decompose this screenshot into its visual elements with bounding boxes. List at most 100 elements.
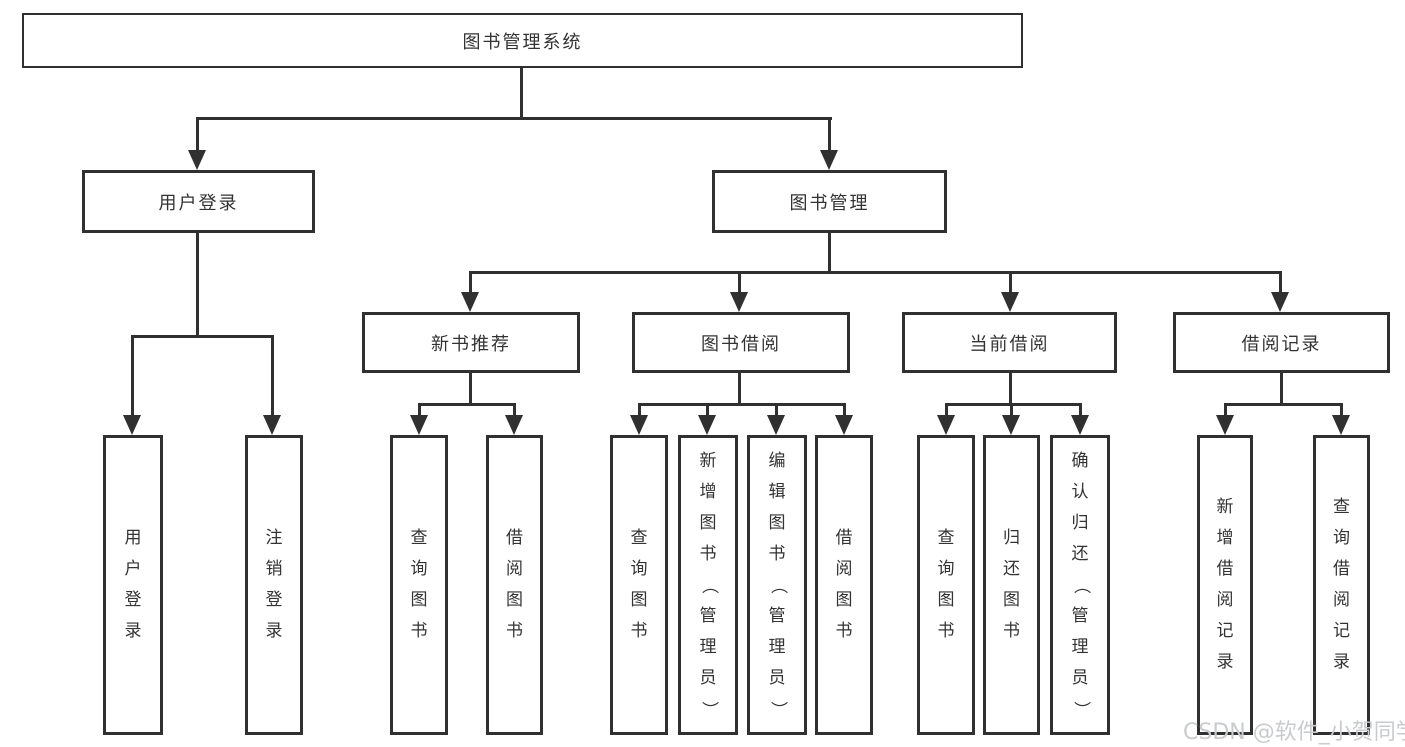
arrow-down-icon <box>1002 415 1020 435</box>
leaf-label-char: 归 <box>1003 528 1020 548</box>
node-label: 新书推荐 <box>431 333 511 355</box>
connector-line <box>196 233 199 338</box>
leaf-label-char: 登 <box>124 590 142 610</box>
leaf-label-char: 阅 <box>835 559 853 579</box>
arrow-down-icon <box>1332 415 1350 435</box>
leaf-label-char: （ <box>698 576 719 594</box>
connector-line <box>513 403 516 418</box>
leaf-label-char: 理 <box>768 636 786 657</box>
arrow-down-icon <box>505 415 523 435</box>
leaf-label-char: 图 <box>506 590 523 610</box>
connector-line <box>469 373 472 406</box>
arrow-down-icon <box>698 415 716 435</box>
leaf-label-char: 图 <box>835 590 853 610</box>
arrow-down-icon <box>1216 415 1234 435</box>
leaf-label-char: 辑 <box>768 481 786 502</box>
leaf-label-char: 阅 <box>1216 590 1234 610</box>
leaf-label-char: 管 <box>699 605 717 626</box>
node-label: 图书管理系统 <box>462 31 583 53</box>
leaf-label-char: 户 <box>124 559 142 579</box>
leaf-query-borrow-record: 查询借阅记录 <box>1313 435 1370 735</box>
leaf-label-char: ） <box>767 700 788 718</box>
leaf-label-char: 还 <box>1003 559 1020 579</box>
leaf-label-char: 书 <box>410 621 428 641</box>
node-library-management-system: 图书管理系统 <box>22 13 1023 68</box>
leaf-borrow-books-borrowing: 借阅图书 <box>815 435 873 735</box>
leaf-label-char: 书 <box>506 621 523 641</box>
node-new-book-recommendation: 新书推荐 <box>362 312 580 373</box>
leaf-query-books-borrowing: 查询图书 <box>610 435 668 735</box>
arrow-down-icon <box>630 415 648 435</box>
connector-line <box>1280 373 1283 406</box>
connector-line <box>1009 271 1012 295</box>
connector-line <box>418 403 516 406</box>
leaf-label-char: 管 <box>768 605 786 626</box>
leaf-query-books-recommend: 查询图书 <box>390 435 448 735</box>
connector-line <box>131 335 134 417</box>
leaf-add-books-admin: 新增图书（管理员） <box>678 435 738 735</box>
leaf-label-char: 归 <box>1071 512 1089 533</box>
arrow-down-icon <box>263 415 281 435</box>
arrow-down-icon <box>730 292 748 312</box>
leaf-label-char: 书 <box>768 543 786 564</box>
connector-line <box>131 335 274 338</box>
leaf-borrow-books-recommend: 借阅图书 <box>486 435 543 735</box>
leaf-label-char: 书 <box>937 621 955 641</box>
arrow-down-icon <box>461 292 479 312</box>
connector-line <box>418 403 421 418</box>
leaf-user-login: 用户登录 <box>103 435 163 735</box>
leaf-label-char: 书 <box>1003 621 1020 641</box>
leaf-label-char: 增 <box>699 481 717 502</box>
leaf-label-char: 图 <box>699 512 717 533</box>
leaf-label-char: 用 <box>124 528 142 548</box>
connector-line <box>1224 403 1227 418</box>
leaf-label-char: 图 <box>768 512 786 533</box>
leaf-label-char: 图 <box>937 590 955 610</box>
node-borrowing-records: 借阅记录 <box>1173 312 1390 373</box>
connector-line <box>638 403 846 406</box>
leaf-label-char: 书 <box>630 621 648 641</box>
leaf-label-char: 查 <box>410 528 428 548</box>
leaf-label-char: 图 <box>410 590 428 610</box>
leaf-label-char: 录 <box>265 621 283 641</box>
connector-line <box>520 68 523 118</box>
node-current-borrowing: 当前借阅 <box>902 312 1117 373</box>
leaf-label-char: 增 <box>1216 528 1234 548</box>
connector-line <box>706 403 709 418</box>
connector-line <box>738 373 741 406</box>
arrow-down-icon <box>188 150 206 170</box>
leaf-label-char: 询 <box>1333 528 1350 548</box>
connector-line <box>638 403 641 418</box>
leaf-label-char: 书 <box>835 621 853 641</box>
csdn-watermark: CSDN @软件_小贺同学 <box>1183 720 1405 745</box>
arrow-down-icon <box>767 415 785 435</box>
leaf-edit-books-admin: 编辑图书（管理员） <box>747 435 807 735</box>
leaf-label-char: 查 <box>937 528 955 548</box>
node-label: 用户登录 <box>158 192 239 214</box>
leaf-label-char: 还 <box>1071 543 1089 564</box>
leaf-label-char: 员 <box>1071 667 1089 688</box>
connector-line <box>1279 271 1282 295</box>
leaf-label-char: 录 <box>124 621 142 641</box>
arrow-down-icon <box>1001 292 1019 312</box>
leaf-label-char: 查 <box>630 528 648 548</box>
leaf-label-char: 记 <box>1216 621 1234 641</box>
leaf-label-char: 询 <box>937 559 955 579</box>
node-user-login: 用户登录 <box>82 170 315 233</box>
leaf-logout: 注销登录 <box>245 435 303 735</box>
connector-line <box>469 271 472 295</box>
leaf-label-char: （ <box>767 576 788 594</box>
leaf-add-borrow-record: 新增借阅记录 <box>1197 435 1253 735</box>
leaf-label-char: 借 <box>835 528 853 548</box>
leaf-label-char: （ <box>1070 576 1091 594</box>
leaf-label-char: 询 <box>410 559 428 579</box>
connector-line <box>1079 403 1082 418</box>
leaf-label-char: 新 <box>1216 497 1234 517</box>
leaf-label-char: 询 <box>630 559 648 579</box>
connector-line <box>945 403 1082 406</box>
leaf-label-char: 员 <box>768 667 786 688</box>
node-book-borrowing: 图书借阅 <box>632 312 850 373</box>
leaf-label-char: 阅 <box>1333 590 1350 610</box>
leaf-label-char: 登 <box>265 590 283 610</box>
